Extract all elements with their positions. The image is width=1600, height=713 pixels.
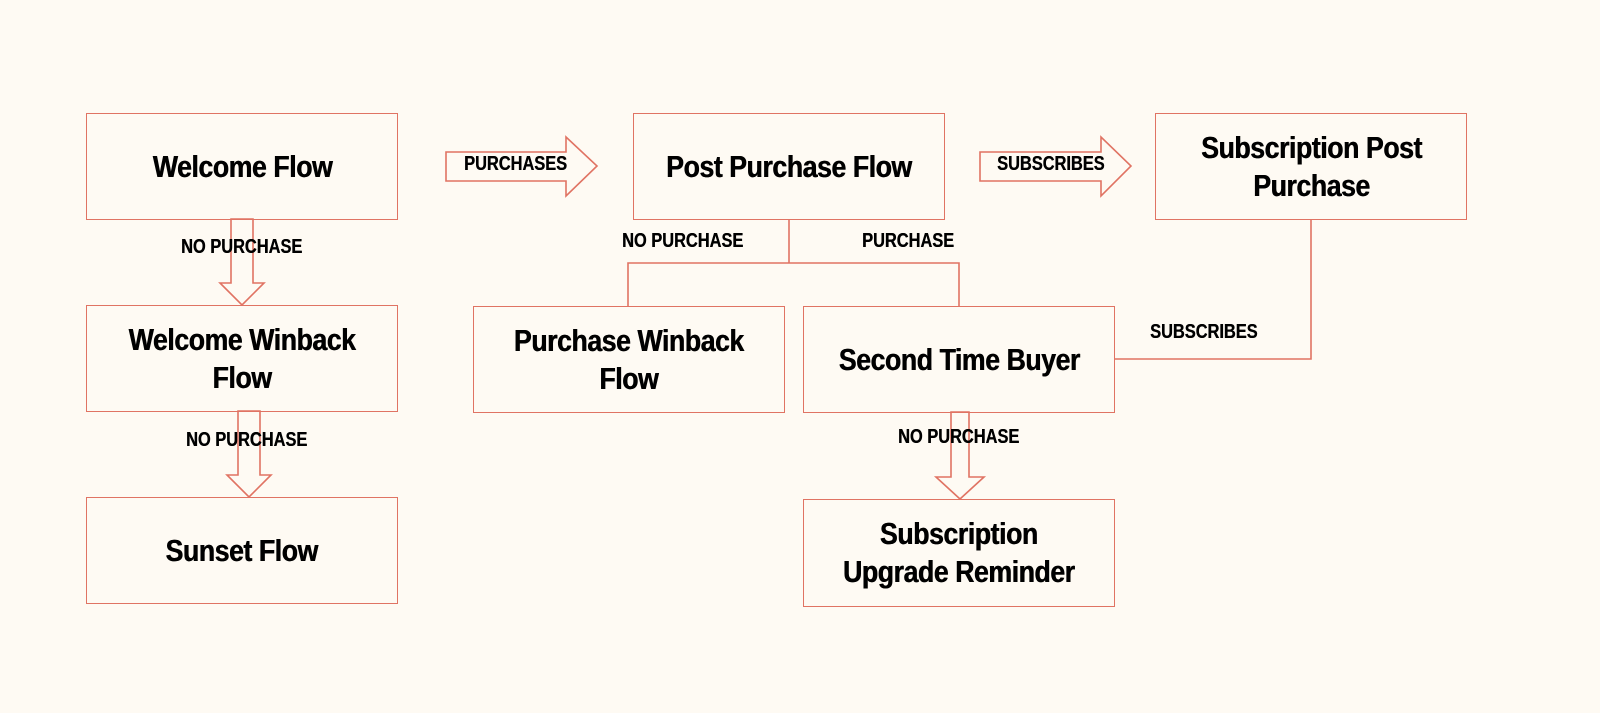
arrow-right-icon (445, 135, 599, 198)
arrow-down-icon (218, 218, 266, 307)
node-second-time-buyer[interactable]: Second Time Buyer (803, 306, 1115, 413)
node-label: Subscription Post Purchase (1200, 129, 1422, 203)
node-label: Subscription Upgrade Reminder (843, 516, 1075, 589)
node-label: Second Time Buyer (838, 341, 1080, 377)
node-label: Welcome Flow (152, 148, 332, 184)
node-label: Welcome Winback Flow (128, 321, 356, 395)
edge-label-no-purchase: NO PURCHASE (186, 429, 308, 451)
edge-label-purchase: PURCHASE (862, 230, 955, 252)
branch-connector (627, 262, 960, 306)
node-welcome-flow[interactable]: Welcome Flow (86, 113, 398, 220)
node-purchase-winback-flow[interactable]: Purchase Winback Flow (473, 306, 785, 413)
node-label: Sunset Flow (165, 532, 319, 568)
subscribes-connector (1115, 219, 1312, 360)
node-label: Post Purchase Flow (666, 148, 912, 184)
node-sunset-flow[interactable]: Sunset Flow (86, 497, 398, 604)
arrow-right-icon (979, 135, 1133, 198)
edge-label-no-purchase: NO PURCHASE (898, 426, 1020, 448)
edge-label-purchases: PURCHASES (464, 153, 567, 175)
arrow-down-icon (933, 411, 987, 501)
edge-label-subscribes: SUBSCRIBES (1150, 321, 1258, 343)
arrow-down-icon (225, 410, 273, 499)
node-welcome-winback-flow[interactable]: Welcome Winback Flow (86, 305, 398, 412)
node-label: Purchase Winback Flow (514, 322, 744, 396)
edge-label-no-purchase: NO PURCHASE (181, 236, 303, 258)
edge-label-subscribes: SUBSCRIBES (997, 153, 1105, 175)
node-subscription-upgrade-reminder[interactable]: Subscription Upgrade Reminder (803, 499, 1115, 607)
node-post-purchase-flow[interactable]: Post Purchase Flow (633, 113, 945, 220)
edge-label-no-purchase: NO PURCHASE (622, 230, 744, 252)
node-subscription-post-purchase[interactable]: Subscription Post Purchase (1155, 113, 1467, 220)
